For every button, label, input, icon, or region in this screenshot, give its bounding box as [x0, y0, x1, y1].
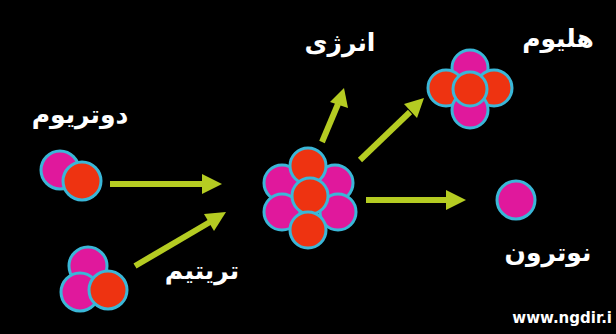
deuterium-label: دوتریوم — [32, 100, 129, 130]
tritium-label: تریتیم — [165, 256, 239, 286]
arrowhead — [330, 88, 348, 108]
neutron-label: نوترون — [505, 238, 592, 268]
arrowhead — [204, 212, 226, 231]
watermark: www.ngdir.i — [512, 309, 612, 327]
arrowhead — [404, 98, 424, 118]
arrow — [110, 181, 205, 187]
free-neutron — [497, 181, 535, 219]
arrowhead — [202, 174, 222, 194]
neutron-ball — [292, 178, 328, 214]
neutron-ball — [453, 72, 487, 106]
helium-label: هلیوم — [522, 24, 594, 54]
energy-label: انرژی — [305, 28, 376, 58]
arrow — [322, 104, 338, 142]
neutron-ball — [89, 271, 127, 309]
arrow — [360, 112, 410, 160]
neutron-ball — [290, 212, 326, 248]
neutron-ball — [63, 162, 101, 200]
arrowhead — [446, 190, 466, 210]
arrow — [366, 197, 448, 203]
